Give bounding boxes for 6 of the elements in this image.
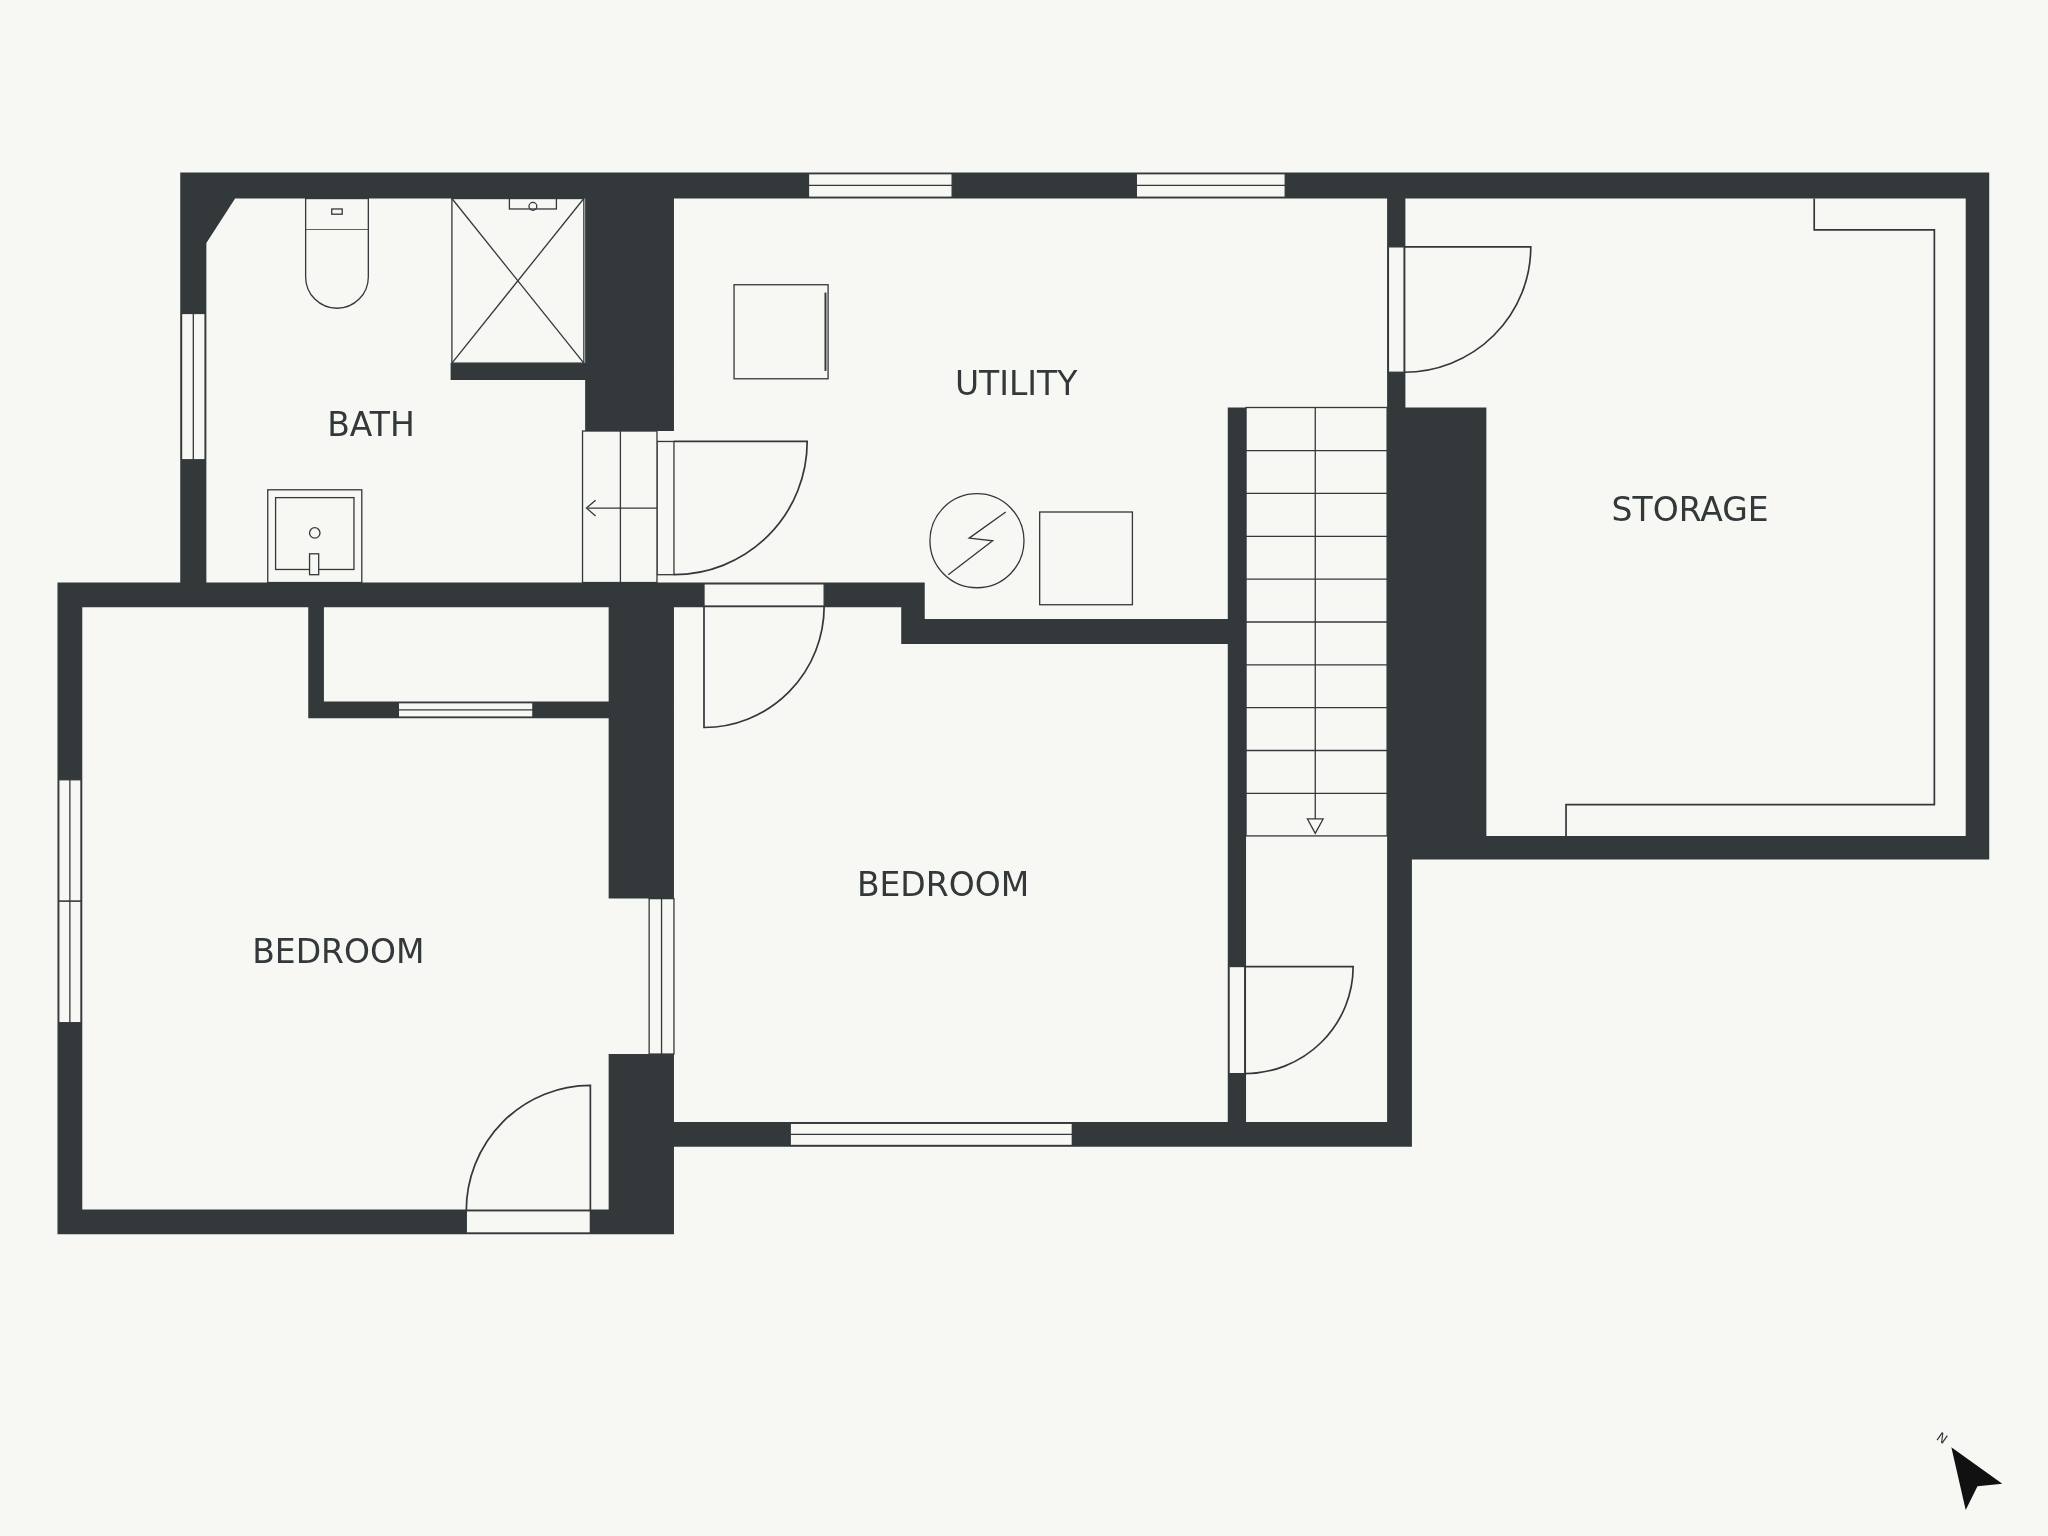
north-label: N <box>1934 1429 1950 1447</box>
room-label: BEDROOM <box>856 867 1030 901</box>
room-label: BEDROOM <box>252 934 425 968</box>
room-label: BATH <box>327 408 415 441</box>
room-label: UTILITY <box>954 366 1078 400</box>
room-label: STORAGE <box>1611 492 1769 526</box>
